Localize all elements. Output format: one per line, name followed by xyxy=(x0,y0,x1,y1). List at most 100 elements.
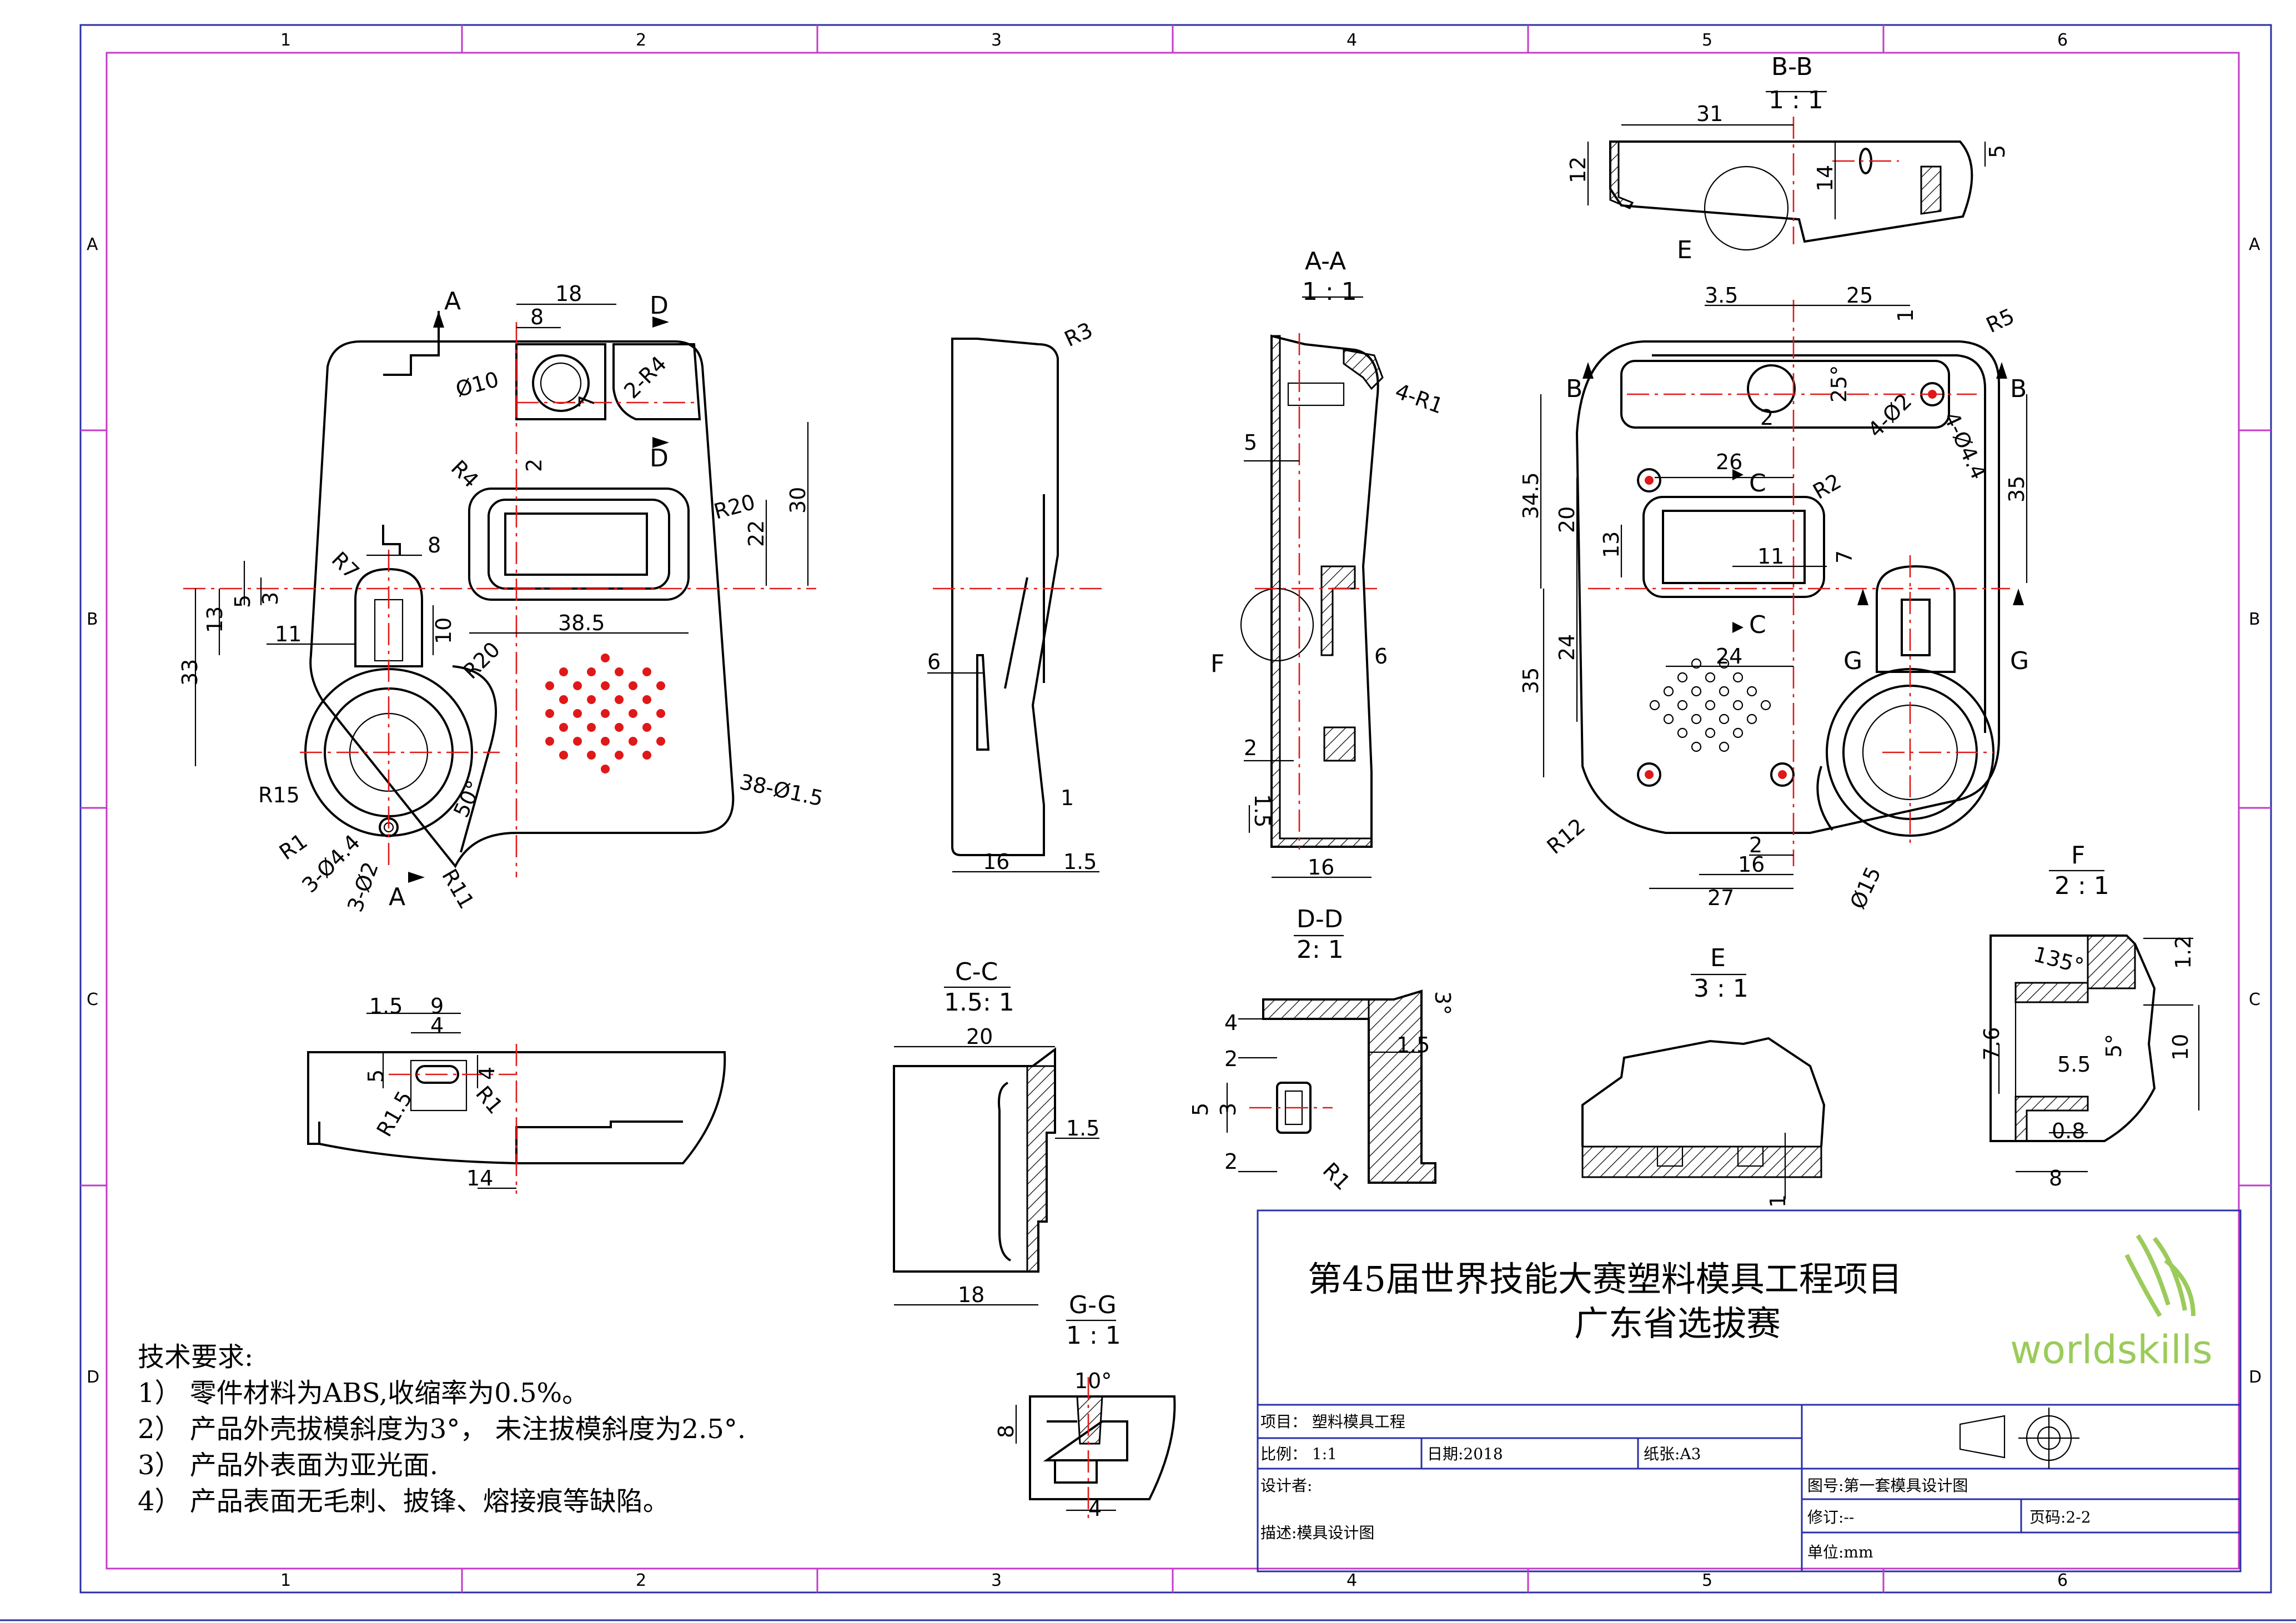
dim-front-8b: 8 xyxy=(428,533,441,557)
dim-rear-13: 13 xyxy=(1599,531,1624,558)
dim-rear-20: 20 xyxy=(1555,506,1579,533)
section-mark-c-bottom: C xyxy=(1749,611,1766,639)
dim-e-1: 1 xyxy=(1766,1194,1790,1208)
dim-bb-5: 5 xyxy=(1985,145,2009,158)
tb-designer: 设计者: xyxy=(1260,1476,1312,1495)
section-gg-labels: G-G 1 : 1 10° 8 4 xyxy=(994,1291,1121,1521)
tb-description: 描述:模具设计图 xyxy=(1260,1524,1374,1542)
tb-page: 页码:2-2 xyxy=(2029,1508,2091,1526)
dim-rear-7: 7 xyxy=(1832,550,1857,564)
dim-front-2r4: 2-R4 xyxy=(619,351,671,404)
tb-unit: 单位:mm xyxy=(1807,1543,1873,1561)
dim-cc-20: 20 xyxy=(966,1024,993,1049)
view-gg-scale: 1 : 1 xyxy=(1066,1321,1121,1350)
zone-col-3-top: 3 xyxy=(991,31,1002,50)
speaker-grille xyxy=(545,654,665,773)
dim-dd-1-5: 1.5 xyxy=(1396,1033,1430,1057)
dim-front-30: 30 xyxy=(786,487,810,514)
dim-bottom-4a: 4 xyxy=(430,1013,444,1038)
zone-row-a-right: A xyxy=(2249,235,2260,254)
dim-aa-6: 6 xyxy=(1374,644,1388,669)
dim-front-5: 5 xyxy=(230,595,255,608)
section-mark-c-top: C xyxy=(1749,469,1766,498)
dim-aa-4r1: 4-R1 xyxy=(1392,379,1446,419)
dim-gg-8: 8 xyxy=(994,1425,1018,1438)
worldskills-logo: worldskills xyxy=(2010,1327,2213,1373)
bottom-view xyxy=(307,1012,726,1194)
tb-revision: 修订:-- xyxy=(1807,1508,1854,1526)
dim-front-r4: R4 xyxy=(446,455,484,493)
projection-symbol-icon xyxy=(1959,1408,2079,1469)
dim-side-1-5: 1.5 xyxy=(1063,850,1097,874)
dim-front-38d1-5: 38-Ø1.5 xyxy=(737,770,825,811)
tb-drawing-no: 图号:第一套模具设计图 xyxy=(1807,1476,1968,1495)
zone-col-5-top: 5 xyxy=(1702,31,1712,50)
title-block: 第45届世界技能大赛塑料模具工程项目 广东省选拔赛 worldskills 项目… xyxy=(1258,1234,2240,1571)
view-dd-scale: 2: 1 xyxy=(1297,936,1344,964)
dim-front-3: 3 xyxy=(258,592,283,605)
dim-dd-3: 3 xyxy=(1216,1103,1240,1116)
dim-aa-16: 16 xyxy=(1308,855,1334,880)
dim-gg-4: 4 xyxy=(1088,1496,1102,1521)
zone-row-b-left: B xyxy=(87,610,98,629)
dim-rear-16: 16 xyxy=(1738,852,1765,877)
view-dd-name: D-D xyxy=(1297,905,1343,933)
section-mark-a-top: A xyxy=(444,287,461,315)
section-mark-b-right: B xyxy=(2010,375,2027,403)
dim-f-5-5: 5.5 xyxy=(2057,1052,2091,1077)
notes-item-2: 2） 产品外壳拔模斜度为3°， 未注拔模斜度为2.5°. xyxy=(138,1414,746,1445)
zone-ticks xyxy=(81,25,2271,1592)
dim-front-r15: R15 xyxy=(258,783,300,807)
dim-cc-18: 18 xyxy=(958,1283,984,1307)
dim-rear-35b: 35 xyxy=(1519,667,1543,694)
dim-f-5deg: 5° xyxy=(2102,1034,2126,1058)
dim-front-8: 8 xyxy=(530,305,544,329)
dim-bottom-1-5: 1.5 xyxy=(369,994,403,1018)
dim-rear-25deg: 25° xyxy=(1827,365,1851,403)
dim-rear-25: 25 xyxy=(1846,283,1873,308)
dim-bottom-4b: 4 xyxy=(475,1067,499,1080)
dim-dd-r1: R1 xyxy=(1318,1158,1355,1195)
worldskills-emblem xyxy=(2124,1234,2195,1318)
dim-rear-2: 2 xyxy=(1760,405,1774,430)
dim-bb-12: 12 xyxy=(1566,157,1590,183)
zone-row-c-left: C xyxy=(87,990,98,1009)
section-dd xyxy=(1226,934,1436,1184)
rear-speaker-holes xyxy=(1649,658,1771,752)
title-line-1: 第45届世界技能大赛塑料模具工程项目 xyxy=(1308,1259,1902,1299)
section-mark-b-left: B xyxy=(1566,375,1582,403)
view-aa-name: A-A xyxy=(1305,247,1346,275)
dim-rear-1: 1 xyxy=(1893,309,1918,322)
view-f-name: F xyxy=(2071,841,2085,870)
dim-gg-10deg: 10° xyxy=(1074,1369,1112,1393)
zone-row-d-left: D xyxy=(87,1368,99,1387)
dim-dd-4: 4 xyxy=(1224,1011,1238,1035)
dim-rear-35a: 35 xyxy=(2004,476,2029,503)
section-gg xyxy=(1015,1319,1176,1521)
zone-col-1-top: 1 xyxy=(280,31,291,50)
section-cc-labels: C-C 1.5: 1 20 1.5 18 xyxy=(944,958,1099,1307)
dim-rear-27: 27 xyxy=(1707,886,1734,910)
dim-rear-34-5: 34.5 xyxy=(1519,472,1543,519)
technical-requirements: 技术要求: 1） 零件材料为ABS,收缩率为0.5%。 2） 产品外壳拔模斜度为… xyxy=(138,1341,746,1517)
dim-rear-26: 26 xyxy=(1716,450,1742,474)
zone-col-6-bottom: 6 xyxy=(2057,1571,2068,1590)
section-mark-e-ref: E xyxy=(1677,236,1692,264)
section-aa-labels: A-A 1 : 1 F 4-R1 5 6 2 1.5 16 xyxy=(1210,247,1446,880)
dim-aa-1-5: 1.5 xyxy=(1250,794,1274,827)
view-gg-name: G-G xyxy=(1069,1291,1117,1319)
detail-f xyxy=(1989,870,2200,1173)
dim-front-r1: R1 xyxy=(275,828,312,865)
dim-cc-1-5: 1.5 xyxy=(1066,1116,1099,1140)
view-f-scale: 2 : 1 xyxy=(2054,872,2109,900)
dim-front-r7: R7 xyxy=(327,547,364,584)
dim-front-22: 22 xyxy=(744,520,768,547)
zone-col-2-bottom: 2 xyxy=(636,1571,646,1590)
dim-bottom-9: 9 xyxy=(430,994,444,1018)
detail-e-labels: E 3 : 1 1 xyxy=(1694,944,1790,1208)
section-bb xyxy=(1587,91,1986,251)
view-e-scale: 3 : 1 xyxy=(1694,974,1749,1003)
bottom-view-labels: 1.5 9 4 5 4 R1.5 R1 14 xyxy=(364,994,508,1190)
dim-side-6: 6 xyxy=(927,650,941,674)
dim-f-8: 8 xyxy=(2049,1166,2062,1190)
